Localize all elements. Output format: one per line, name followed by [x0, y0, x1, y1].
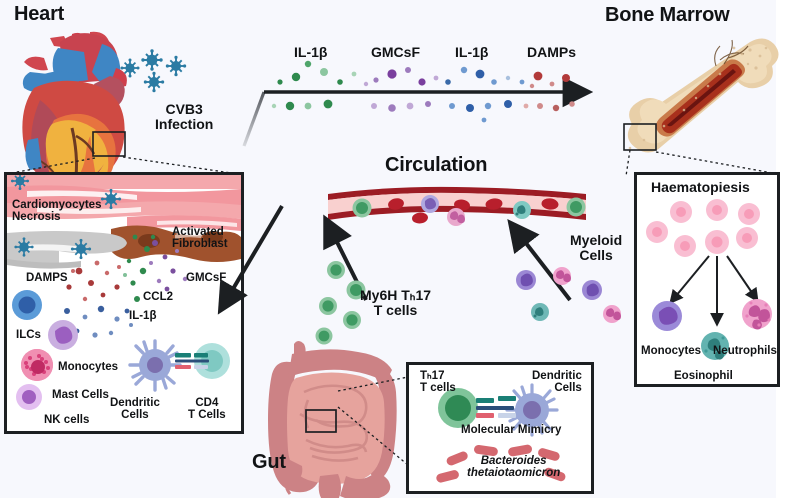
- cytokine-label-gmcsf: GMCsF: [371, 44, 420, 60]
- gut-mimicry-panel: [406, 362, 594, 494]
- cvb3-infection-label: CVB3 Infection: [155, 101, 214, 133]
- bone-marrow-zoom-leader: [625, 149, 779, 177]
- gut-title: Gut: [252, 451, 286, 473]
- gmcsf-label: GMCsF: [186, 272, 227, 284]
- nk-cells-label: NK cells: [44, 414, 90, 426]
- mast-cells-label: Mast Cells: [52, 389, 109, 401]
- bone-marrow-title: Bone Marrow: [605, 4, 730, 26]
- gut-mimicry-illustration: [436, 383, 566, 483]
- ccl2-label: CCL2: [143, 291, 174, 303]
- cvb3-virus-icon: [120, 49, 187, 93]
- dendritic-cells-tissue-label: Dendritic Cells: [110, 397, 160, 422]
- dendritic-cells-panel-label: Dendritic Cells: [532, 370, 582, 395]
- circulation-title: Circulation: [385, 154, 488, 176]
- molecular-mimicry-label: Molecular Mimicry: [461, 424, 562, 436]
- heart-zoom-leader: [5, 131, 239, 175]
- circulation-to-heart-arrow: [217, 204, 326, 315]
- cytokine-axis-arrow: [242, 60, 594, 147]
- activated-fibroblast-label: Activated Fibroblast: [172, 226, 228, 251]
- haematopoiesis-illustration: [646, 199, 772, 360]
- myeloid-cells-label: Myeloid Cells: [570, 232, 623, 264]
- th17-panel-label: Tₕ17 T cells: [420, 370, 456, 395]
- bacteroides-label: Bacteroides thetaiotaomicron: [467, 455, 561, 480]
- cytokine-label-il1b-2: IL-1β: [455, 44, 489, 60]
- bone-marrow-illustration: [623, 38, 779, 153]
- monocytes-haem-label: Monocytes: [641, 345, 702, 357]
- cardiomyocytes-necrosis-label: Cardiomyocytes Necrosis: [12, 199, 102, 224]
- my6h-th17-label: My6H Tₕ17 T cells: [360, 287, 432, 319]
- ilcs-label: ILCs: [16, 329, 41, 341]
- eosinophil-label: Eosinophil: [674, 370, 733, 382]
- haematopoiesis-title: Haematopiesis: [651, 179, 750, 195]
- monocytes-tissue-label: Monocytes: [58, 361, 119, 373]
- cytokine-label-damps: DAMPs: [527, 44, 577, 60]
- heart-illustration: [22, 31, 127, 206]
- circulation-vessel: [328, 186, 586, 226]
- cd4-t-cells-label: CD4 T Cells: [188, 397, 226, 422]
- th17-migration-arrow: [315, 214, 368, 384]
- cytokine-label-il1b-1: IL-1β: [294, 44, 328, 60]
- il1b-tissue-label: IL-1β: [129, 310, 157, 322]
- gut-zoom-leader: [337, 376, 409, 466]
- damps-label: DAMPS: [26, 272, 68, 284]
- myeloid-migration-arrow: [507, 219, 634, 323]
- heart-tissue-illustration: [7, 175, 241, 410]
- heart-title: Heart: [14, 3, 65, 25]
- neutrophils-label: Neutrophils: [713, 345, 777, 357]
